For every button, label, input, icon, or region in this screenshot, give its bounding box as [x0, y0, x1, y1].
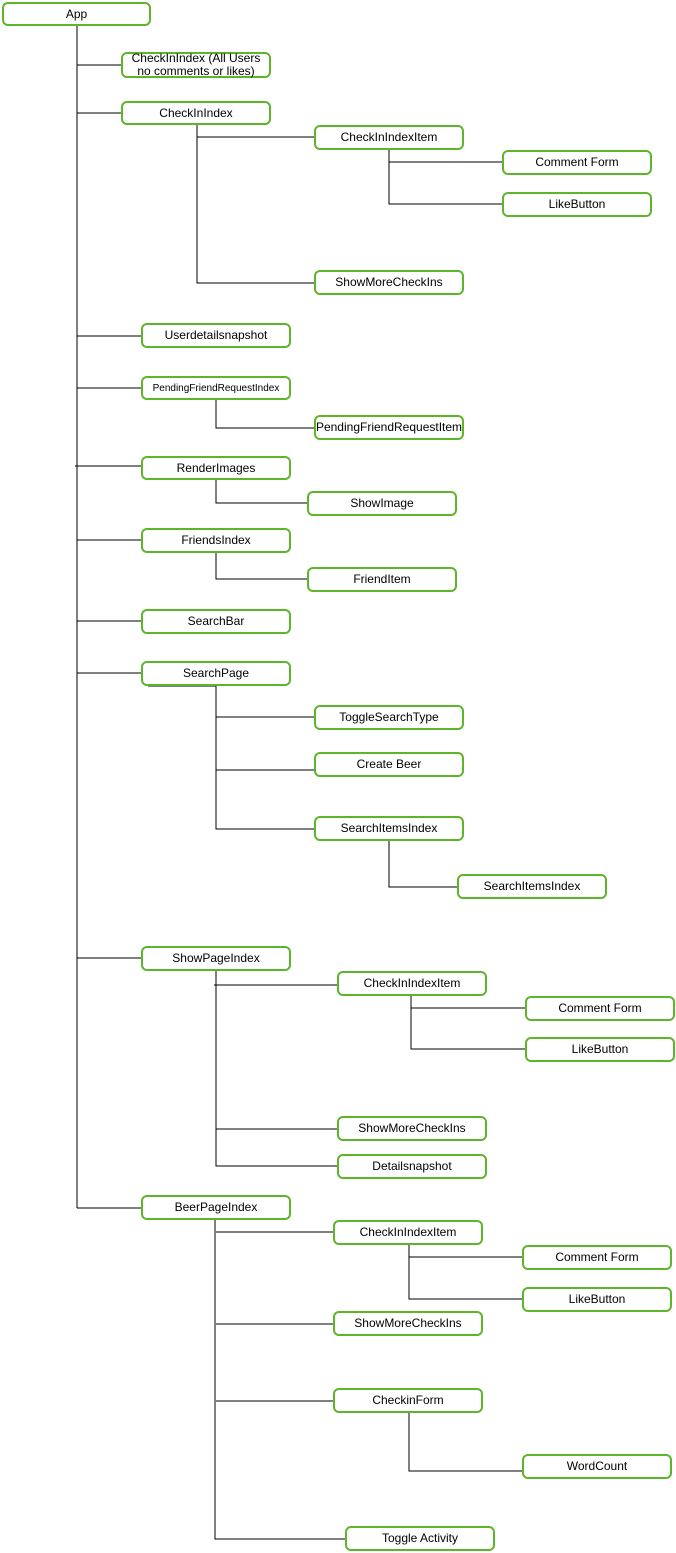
node-friend-item[interactable]: FriendItem — [307, 567, 457, 592]
node-show-image[interactable]: ShowImage — [307, 491, 457, 516]
node-search-page[interactable]: SearchPage — [141, 661, 291, 686]
connector — [215, 400, 314, 429]
node-like-button[interactable]: LikeButton — [502, 192, 652, 217]
node-checkin-index-item[interactable]: CheckInIndexItem — [333, 1220, 483, 1245]
node-show-page-index[interactable]: ShowPageIndex — [141, 946, 291, 971]
connector — [215, 480, 307, 504]
connector — [215, 553, 307, 580]
node-friends-index[interactable]: FriendsIndex — [141, 528, 291, 553]
connector — [214, 1220, 345, 1540]
node-render-images[interactable]: RenderImages — [141, 456, 291, 480]
connector — [408, 1245, 522, 1300]
node-comment-form[interactable]: Comment Form — [525, 996, 675, 1021]
node-checkin-index-item[interactable]: CheckInIndexItem — [314, 125, 464, 150]
node-search-items-index-child[interactable]: SearchItemsIndex — [457, 874, 607, 899]
node-checkin-index-item[interactable]: CheckInIndexItem — [337, 971, 487, 996]
node-create-beer[interactable]: Create Beer — [314, 752, 464, 777]
node-word-count[interactable]: WordCount — [522, 1454, 672, 1479]
node-pending-friend-request-item[interactable]: PendingFriendRequestItem — [314, 415, 464, 440]
node-app[interactable]: App — [2, 2, 151, 26]
node-user-detail-snapshot[interactable]: Userdetailsnapshot — [141, 323, 291, 348]
node-detail-snapshot[interactable]: Detailsnapshot — [337, 1154, 487, 1179]
connector — [215, 686, 314, 830]
node-checkin-index-all-users[interactable]: CheckInIndex (All Users no comments or l… — [121, 52, 271, 78]
node-toggle-activity[interactable]: Toggle Activity — [345, 1526, 495, 1551]
node-checkin-index[interactable]: CheckInIndex — [121, 101, 271, 125]
node-beer-page-index[interactable]: BeerPageIndex — [141, 1195, 291, 1220]
connector — [196, 125, 314, 284]
node-search-items-index[interactable]: SearchItemsIndex — [314, 816, 464, 841]
node-show-more-checkins[interactable]: ShowMoreCheckIns — [337, 1116, 487, 1141]
node-toggle-search-type[interactable]: ToggleSearchType — [314, 705, 464, 730]
node-comment-form[interactable]: Comment Form — [502, 150, 652, 175]
node-show-more-checkins[interactable]: ShowMoreCheckIns — [333, 1311, 483, 1336]
node-like-button[interactable]: LikeButton — [522, 1287, 672, 1312]
node-comment-form[interactable]: Comment Form — [522, 1245, 672, 1270]
connector — [388, 150, 502, 205]
node-like-button[interactable]: LikeButton — [525, 1037, 675, 1062]
node-pending-friend-request-index[interactable]: PendingFriendRequestIndex — [141, 376, 291, 400]
connector — [410, 996, 525, 1050]
connector — [408, 1413, 522, 1472]
node-checkin-form[interactable]: CheckinForm — [333, 1388, 483, 1413]
node-show-more-checkins[interactable]: ShowMoreCheckIns — [314, 270, 464, 295]
connector — [215, 971, 337, 1167]
node-search-bar[interactable]: SearchBar — [141, 609, 291, 634]
connector — [388, 841, 457, 888]
